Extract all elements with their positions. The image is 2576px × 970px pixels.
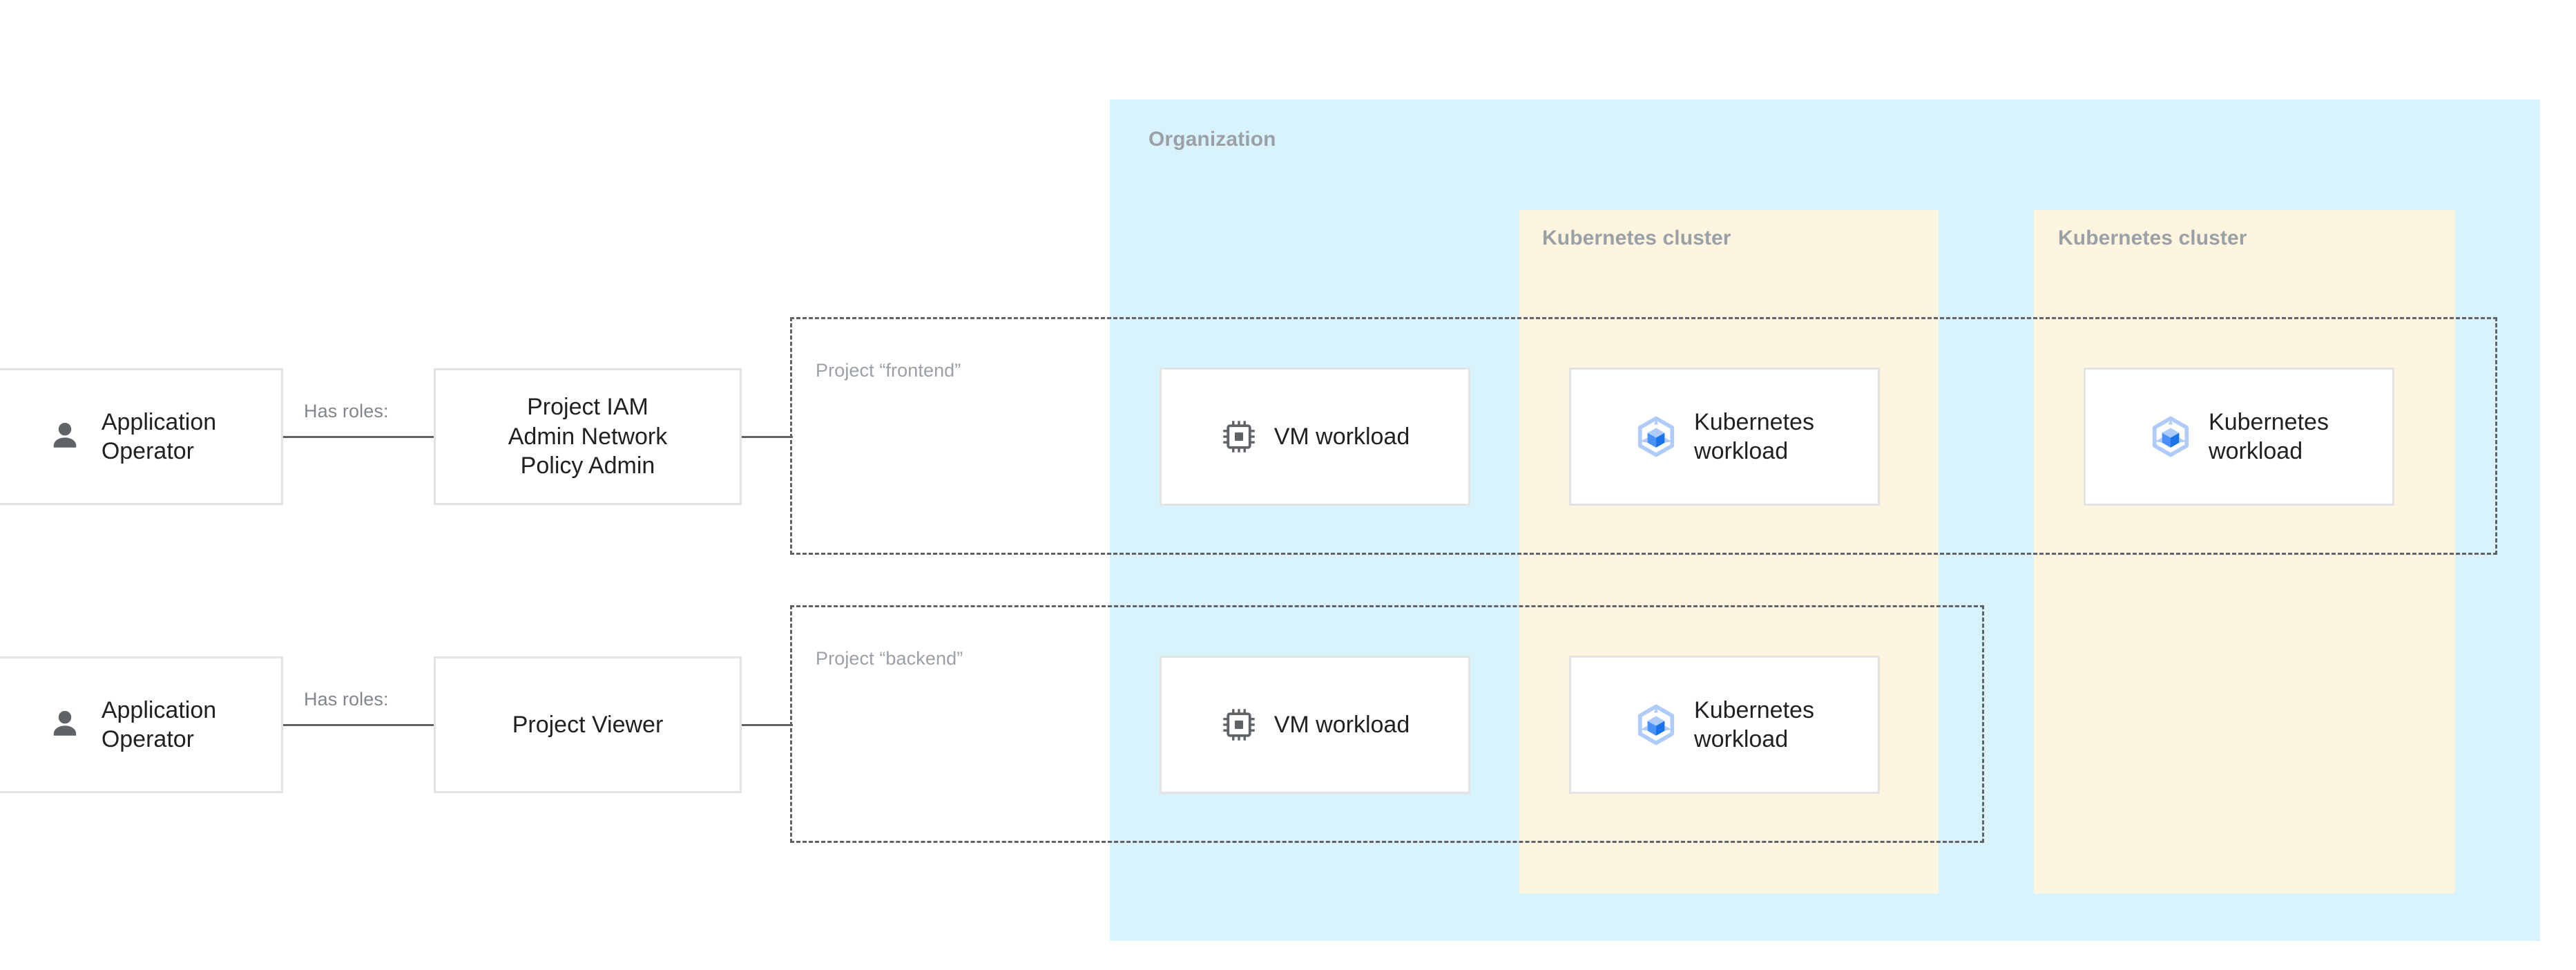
person-icon bbox=[46, 706, 84, 743]
kubernetes-cluster-1-label: Kubernetes cluster bbox=[1542, 227, 1731, 249]
connector-actor-to-role-2 bbox=[283, 724, 435, 726]
project-frontend-label: Project “frontend” bbox=[816, 360, 961, 381]
cpu-chip-icon bbox=[1220, 418, 1258, 455]
person-icon bbox=[46, 418, 84, 455]
kubernetes-cube-icon bbox=[1635, 703, 1678, 746]
actor-application-operator-2[interactable]: Application Operator bbox=[0, 656, 283, 793]
kubernetes-cube-icon bbox=[2149, 415, 2192, 458]
role-label-2: Project Viewer bbox=[512, 711, 664, 738]
connector-label-has-roles-1: Has roles: bbox=[304, 401, 389, 421]
kubernetes-cube-icon bbox=[1635, 415, 1678, 458]
workload-label-vm-frontend: VM workload bbox=[1273, 423, 1410, 450]
kubernetes-cluster-2-container bbox=[2034, 210, 2455, 893]
cpu-chip-icon bbox=[1220, 706, 1258, 743]
workload-kubernetes-frontend-cluster1[interactable]: Kubernetes workload bbox=[1569, 368, 1880, 506]
connector-label-has-roles-2: Has roles: bbox=[304, 689, 389, 710]
role-label-1: Project IAM Admin Network Policy Admin bbox=[508, 394, 668, 479]
actor-label-1: Application Operator bbox=[101, 408, 217, 465]
role-box-project-viewer[interactable]: Project Viewer bbox=[434, 656, 742, 793]
workload-vm-backend[interactable]: VM workload bbox=[1160, 656, 1470, 794]
workload-label-kubernetes-frontend-1: Kubernetes workload bbox=[1694, 408, 1814, 465]
workload-vm-frontend[interactable]: VM workload bbox=[1160, 368, 1470, 506]
workload-label-kubernetes-backend: Kubernetes workload bbox=[1694, 696, 1814, 753]
actor-application-operator-1[interactable]: Application Operator bbox=[0, 368, 283, 505]
project-backend-label: Project “backend” bbox=[816, 648, 963, 669]
connector-role-to-project-1 bbox=[741, 436, 793, 438]
workload-label-vm-backend: VM workload bbox=[1273, 711, 1410, 738]
role-box-project-iam-admin[interactable]: Project IAM Admin Network Policy Admin bbox=[434, 368, 742, 505]
workload-kubernetes-backend[interactable]: Kubernetes workload bbox=[1569, 656, 1880, 794]
connector-actor-to-role-1 bbox=[283, 436, 435, 438]
connector-role-to-project-2 bbox=[741, 724, 793, 726]
actor-label-2: Application Operator bbox=[101, 696, 217, 753]
organization-label: Organization bbox=[1148, 128, 1276, 151]
kubernetes-cluster-2-label: Kubernetes cluster bbox=[2058, 227, 2247, 249]
workload-label-kubernetes-frontend-2: Kubernetes workload bbox=[2209, 408, 2329, 465]
workload-kubernetes-frontend-cluster2[interactable]: Kubernetes workload bbox=[2084, 368, 2394, 506]
